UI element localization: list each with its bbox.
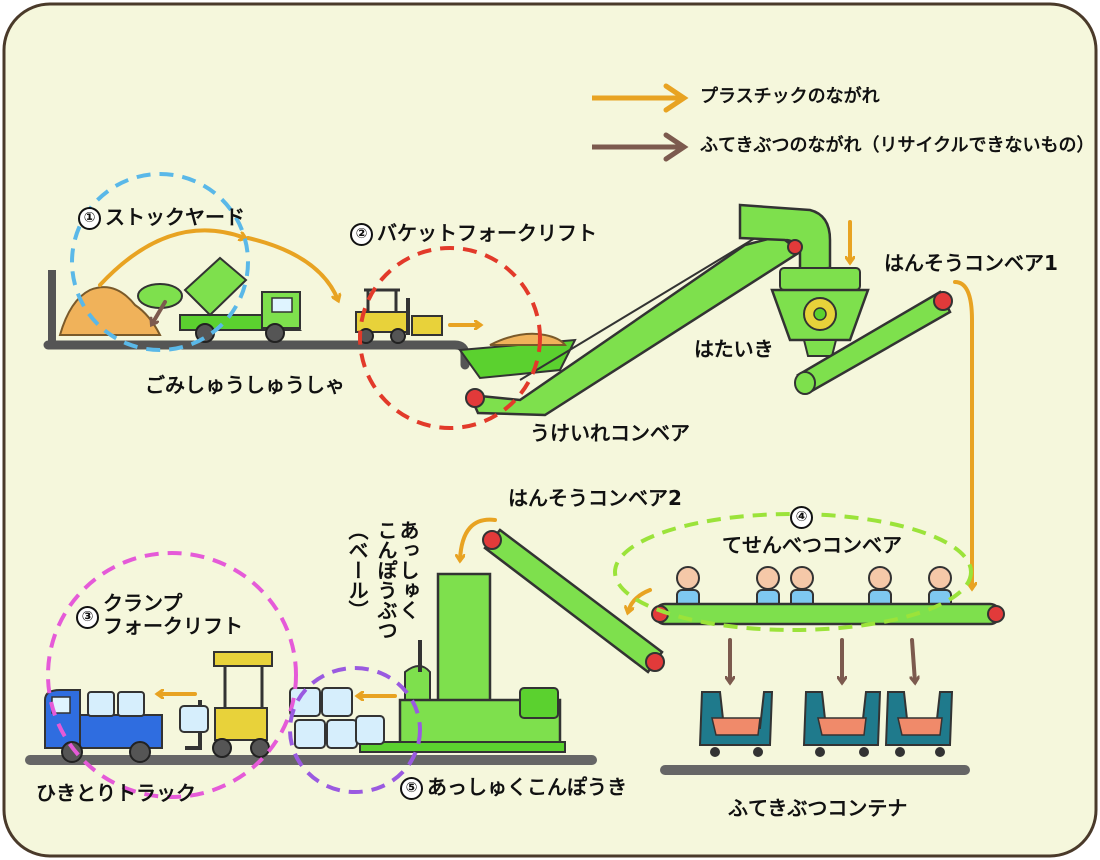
step-5-ring: [288, 666, 422, 794]
compressed-bales-icon: [289, 687, 385, 749]
transfer-conveyor-2-icon: [482, 528, 665, 674]
nonburn-container-icon: [802, 691, 882, 757]
transfer-conveyor-1-label: はんそうコンベア1: [884, 251, 1058, 275]
compressed-bale-label: あっしゅく こんぽうぶつ: [374, 520, 420, 640]
beater-icon: [770, 267, 870, 357]
clamp-forklift-icon: [179, 651, 273, 758]
nonburn-flow-arrows: [152, 300, 915, 682]
step-2-ring: [358, 246, 542, 430]
step-3-ring: [46, 551, 298, 799]
pickup-truck-icon: [44, 689, 163, 763]
pickup-truck-label: ひきとりトラック: [36, 781, 196, 805]
garbage-truck-icon: [137, 256, 302, 343]
receiving-conveyor-icon: [458, 203, 832, 417]
legend-nonburn-label: ふてきぶつのながれ（リサイクルできないもの）: [700, 135, 1095, 156]
transfer-conveyor-2-label: はんそうコンベア2: [508, 486, 682, 510]
step-3-text: クランプ フォークリフト: [103, 591, 243, 638]
receiving-conveyor-label: うけいれコンベア: [530, 421, 690, 445]
nonburn-container-icon: [884, 691, 954, 757]
step-4-number: ④: [790, 506, 813, 529]
step-2-text: バケットフォークリフト: [377, 221, 597, 245]
legend-plastic-label: プラスチックのながれ: [700, 86, 880, 107]
step-1-number: ①: [78, 207, 101, 230]
plastic-flow-arrows: [98, 220, 972, 696]
step-2-number: ②: [350, 223, 373, 246]
step-4-number-wrap: ④: [790, 505, 817, 529]
hand-sorting-conveyor-icon: [651, 566, 1005, 626]
step-4-ring: [613, 512, 973, 632]
step-1-ring: [70, 172, 250, 352]
nonburn-container-label: ふてきぶつコンテナ: [728, 796, 908, 820]
legend-plastic-arrow-icon: [592, 83, 689, 113]
transfer-conveyor-1-icon: [794, 290, 953, 395]
sorter-worker: [756, 566, 780, 611]
compression-baler-icon: [359, 572, 566, 753]
step-3-number: ③: [76, 606, 99, 629]
beater-label: はたいき: [694, 337, 774, 361]
step-5-text: あっしゅくこんぽうき: [427, 775, 627, 799]
bucket-forklift-icon: [355, 288, 443, 344]
bale-note-label: （ベール）: [345, 520, 369, 620]
step-4-text: てせんべつコンベア: [722, 533, 902, 557]
nonburn-container-icon: [698, 691, 774, 757]
legend-nonburn-arrow-icon: [592, 132, 689, 162]
garbage-truck-label: ごみしゅうしゅうしゃ: [145, 373, 345, 397]
step-1-text: ストックヤード: [105, 205, 245, 229]
step-5-number: ⑤: [400, 777, 423, 800]
